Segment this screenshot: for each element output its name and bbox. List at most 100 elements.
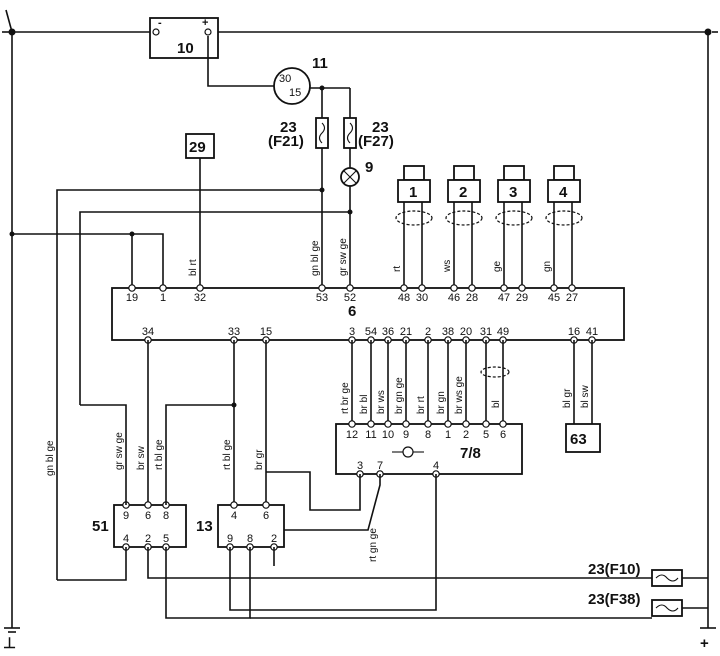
component-13-top-pin-label-6: 6 [263,510,269,522]
injector-3-label: 3 [509,184,517,201]
lower-wiring [57,402,708,619]
frame [2,9,718,633]
ecu-6-top-pin-28 [468,284,476,292]
component-13-box [217,504,285,548]
ground-terminal-label: ⊥ [3,635,16,652]
fuse-f38 [651,599,683,617]
wire-3-label: rt br ge [340,382,351,414]
ecu-6-top-pin-label-45: 45 [548,292,560,304]
component-29-box [185,133,215,159]
wire-51c-label: br sw [136,445,147,470]
component-13-top-pin-label-4: 4 [231,510,237,522]
fuse-f21-id: (F21) [268,133,304,150]
ecu-6-bottom-pin-label-21: 21 [400,326,412,338]
component-7-8-pin-2 [462,420,470,428]
ecu-6-top-pin-label-28: 28 [466,292,478,304]
wire-41-label: bl sw [580,384,591,408]
ecu-6-top-pin-label-1: 1 [160,292,166,304]
ecu-6-top-pin-label-30: 30 [416,292,428,304]
component-51-top-pin-label-8: 8 [163,510,169,522]
wire-13b-label: br gr [254,449,265,470]
component-7-8-pin-9 [402,420,410,428]
component-10-box [149,17,219,59]
component-13-bottom-pin-label-2: 2 [271,533,277,545]
injector-4 [545,165,583,226]
component-51-top-pin-6 [144,501,152,509]
injector-wires [403,202,573,288]
component-7-8-pin-label-1: 1 [445,429,451,441]
ecu-6-top-pin-53 [318,284,326,292]
injector-2-label: 2 [459,184,467,201]
ecu-6-top-pin-19 [128,284,136,292]
component-7-8-pin-label-10: 10 [382,429,394,441]
ecu-6-top-pin-label-48: 48 [398,292,410,304]
ecu-6-top-pin-45 [550,284,558,292]
ecu-6-bottom-pin-label-41: 41 [586,326,598,338]
fuse-f38-label: 23(F38) [588,591,641,608]
component-51-bottom-pin-label-4: 4 [123,533,129,545]
ecu-6-bottom-pin-label-15: 15 [260,326,272,338]
component-10-plus: + [202,17,208,29]
ecu-6-bottom-pin-label-34: 34 [142,326,154,338]
ecu-6-bottom-pin-label-38: 38 [442,326,454,338]
injector-2 [445,165,483,226]
ecu-6-bottom-pin-label-16: 16 [568,326,580,338]
wire-51b-label: gr sw ge [114,432,125,470]
component-11-terminal-15: 15 [289,87,301,99]
wire-51d-label: rt bl ge [154,439,165,470]
ecu-6-box [111,287,625,341]
wire-53-label: gn bl ge [310,240,321,276]
wire-48-label: rt [392,266,403,272]
ecu-6-top-pin-label-27: 27 [566,292,578,304]
component-7-8-pin-label-9: 9 [403,429,409,441]
lamp-9 [340,167,360,187]
wire-21-label: br gn ge [394,377,405,414]
ecu-6-top-pin-29 [518,284,526,292]
ecu-6-top-pin-52 [346,284,354,292]
component-7-8-label: 7/8 [460,445,481,462]
component-7-8-bottom-pin-label-7: 7 [377,460,383,472]
wire-13a-label: rt bl ge [222,439,233,470]
component-10-label: 10 [177,40,194,57]
wire-51a-label: gn bl ge [45,440,56,476]
wire-54-label: br bl [359,395,370,414]
component-51-bottom-pin-label-2: 2 [145,533,151,545]
wire-36-label: br ws [376,390,387,414]
wire-2-label: br rt [416,396,427,414]
wire-31-label: bl [491,400,502,408]
ecu-6-top-pin-label-32: 32 [194,292,206,304]
component-7-8-pin-11 [367,420,375,428]
fuse-f10-label: 23(F10) [588,561,641,578]
ecu-6-bottom-pin-label-33: 33 [228,326,240,338]
component-7-8-pin-label-11: 11 [365,429,376,441]
ecu-6-top-pin-32 [196,284,204,292]
ecu-6-top-pin-label-29: 29 [516,292,528,304]
wire-46-label: ws [442,260,453,273]
ecu-bottom-wires [147,340,593,505]
component-7-8-pin-12 [348,420,356,428]
fuse-f21 [315,117,329,149]
ecu-6-top-pin-label-52: 52 [344,292,356,304]
ecu-6-label: 6 [348,303,356,320]
component-51-box [113,504,187,548]
ecu-6-bottom-pin-label-49: 49 [497,326,509,338]
fuse-f10 [651,569,683,587]
wire-16-label: bl gr [562,388,573,408]
wire-78-7-label: rt gn ge [368,528,379,562]
fuse-f27-number: 23 [372,119,389,136]
component-7-8-pin-6 [499,420,507,428]
ecu-6-top-pin-label-53: 53 [316,292,328,304]
lamp-9-label: 9 [365,159,373,176]
fuse-f27-id: (F27) [358,133,394,150]
injector-1-label: 1 [409,184,417,201]
ecu-6-bottom-pin-label-36: 36 [382,326,394,338]
injector-3 [495,165,533,226]
component-7-8-pin-10 [384,420,392,428]
component-13-label: 13 [196,518,213,535]
component-63-label: 63 [570,431,587,448]
component-63-box [565,423,601,453]
wire-52-label: gr sw ge [338,238,349,276]
ecu-6-top-pin-47 [500,284,508,292]
